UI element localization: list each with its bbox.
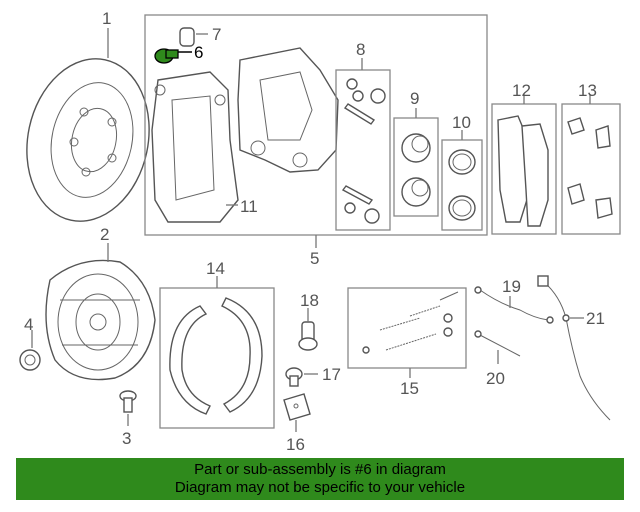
hardware-kit-box [347, 287, 467, 369]
callout-9: 9 [410, 89, 419, 108]
info-banner: Part or sub-assembly is #6 in diagram Di… [16, 458, 624, 500]
abs-sensor [537, 275, 611, 421]
parking-cable [474, 330, 521, 357]
pad-clips [567, 117, 613, 219]
callout-11: 11 [240, 197, 258, 216]
callout-18: 18 [300, 291, 319, 310]
callout-17: 17 [322, 365, 341, 384]
bleeder-cap [179, 27, 195, 47]
banner-line-1: Part or sub-assembly is #6 in diagram [194, 461, 446, 478]
caliper-housing [151, 71, 239, 223]
caliper-bracket [237, 47, 339, 173]
guide-pins [341, 78, 386, 224]
callout-13: 13 [578, 81, 597, 100]
parking-brake-plate [283, 393, 311, 421]
pad-clip-box [561, 103, 621, 235]
callout-14: 14 [206, 259, 225, 278]
parts-diagram: 1 2 3 4 5 7 6 11 [19, 9, 621, 454]
callout-5: 5 [310, 249, 319, 268]
callout-10: 10 [452, 113, 471, 132]
adjuster-bolt [285, 367, 303, 387]
callout-19: 19 [502, 277, 521, 296]
brake-rotor [26, 58, 150, 222]
hardware-springs [362, 291, 459, 354]
callout-20: 20 [486, 369, 505, 388]
parking-brake-shoes [169, 297, 263, 415]
shield-bolt [119, 390, 137, 413]
callout-21: 21 [586, 309, 605, 328]
dust-shield [45, 259, 156, 381]
sensor-wire [474, 286, 554, 324]
callout-12: 12 [512, 81, 531, 100]
piston-seals [448, 149, 476, 221]
bleeder-screw-highlighted[interactable] [154, 48, 179, 64]
callout-16: 16 [286, 435, 305, 454]
callout-1: 1 [102, 9, 111, 28]
guide-pin-kit-box [335, 69, 391, 231]
callout-7: 7 [212, 25, 221, 44]
callout-4: 4 [24, 315, 33, 334]
pistons [401, 133, 431, 207]
adjuster [298, 321, 318, 351]
callout-15: 15 [400, 379, 419, 398]
callout-6: 6 [194, 43, 203, 62]
callout-3: 3 [122, 429, 131, 448]
callout-2: 2 [100, 225, 109, 244]
hub-nut [19, 349, 41, 371]
callout-8: 8 [356, 40, 365, 59]
banner-line-2: Diagram may not be specific to your vehi… [174, 479, 466, 496]
brake-pads [497, 115, 549, 227]
